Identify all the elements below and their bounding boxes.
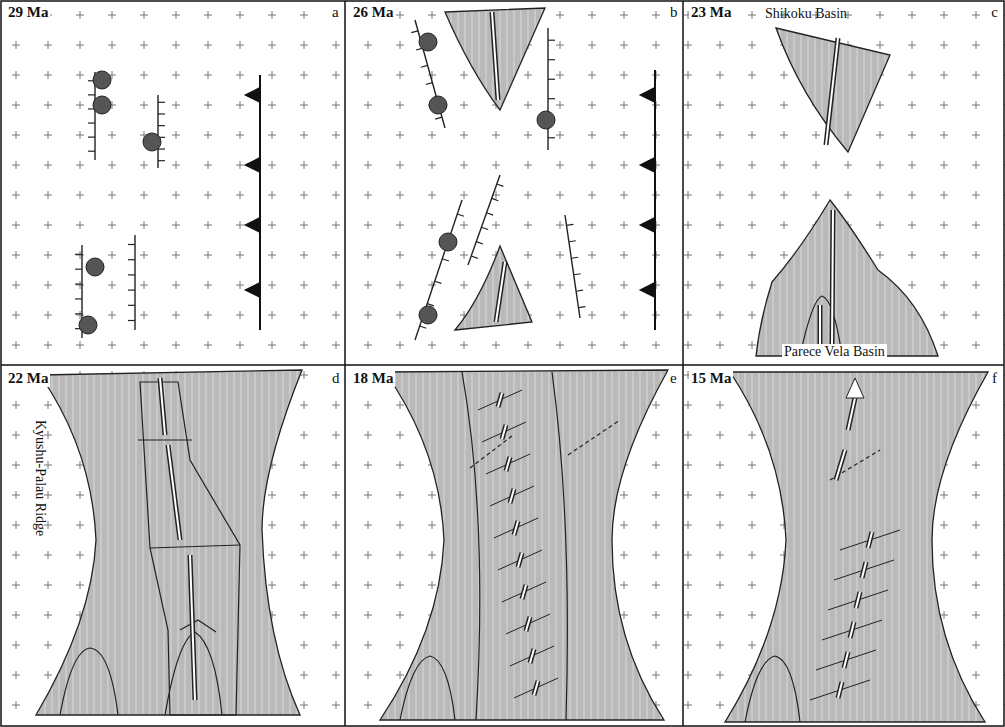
panel-label: 18 Ma [351, 370, 395, 387]
panel-label: f [990, 370, 999, 387]
panel-label: e [668, 370, 679, 387]
feature-label: Parece Vela Basin [782, 344, 887, 359]
feature-label: Shikoku Basin [765, 6, 847, 21]
panel-label: d [330, 370, 342, 387]
panel-label: a [330, 4, 341, 21]
feature-label: Kyushu-Palau Ridge [33, 420, 48, 536]
panel-label: 22 Ma [6, 370, 50, 387]
panel-label: 23 Ma [689, 4, 733, 21]
panel-label: 26 Ma [351, 4, 395, 21]
panel-label: 29 Ma [6, 4, 50, 21]
panel-label: c [989, 4, 1000, 21]
panel-label: 15 Ma [689, 370, 733, 387]
panel-label: b [668, 4, 680, 21]
